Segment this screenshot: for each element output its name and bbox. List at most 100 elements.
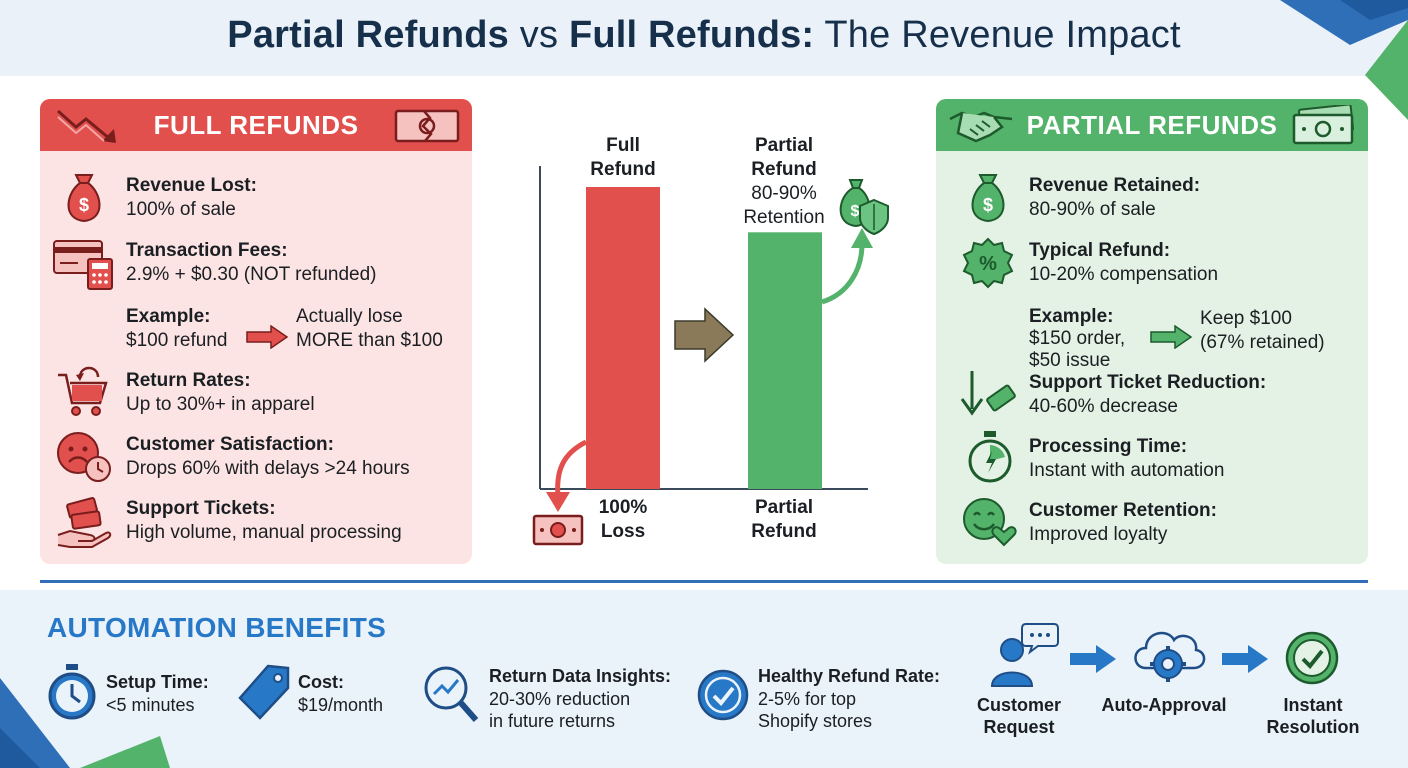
check-circle-icon [697,669,749,721]
full-example-result-line2: MORE than $100 [296,330,443,351]
page-title: Partial Refunds vs Full Refunds: The Rev… [0,14,1408,57]
partial-refund-bar [748,232,822,490]
money-bag-icon: $ [67,174,101,223]
flow-step-3-line2: Resolution [1266,717,1360,737]
stopwatch-icon [48,664,96,720]
title-rest: The Revenue Impact [814,14,1181,56]
refund-rate-value-line2: Shopify stores [758,711,873,731]
setup-time-value: <5 minutes [106,695,195,715]
insights-label: Return Data Insights: [489,666,672,686]
trend-down-icon [57,109,116,143]
return-rates-label: Return Rates: [126,370,251,391]
revenue-retained-value: 80-90% of sale [1029,199,1156,220]
transition-arrow-icon [674,307,735,363]
revenue-lost-value: 100% of sale [126,199,236,220]
chart-canvas: $ [532,166,889,546]
cost-value: $19/month [298,695,384,715]
arrow-right-icon [246,325,289,349]
insights-value-line1: 20-30% reduction [489,689,631,709]
customer-satisfaction-label: Customer Satisfaction: [126,434,334,455]
cost-label: Cost: [298,672,344,692]
handshake-icon [949,111,1013,143]
money-bag-icon: $ [971,174,1005,223]
person-chat-icon [990,623,1059,687]
partial-example-result-line2: (67% retained) [1200,332,1325,353]
down-arrow-ticket-icon [960,371,1016,416]
gain-arrow-icon [821,243,865,305]
partial-example-value-line2: $50 issue [1029,350,1111,371]
header-band [0,0,1408,76]
magnifier-chart-icon [424,666,479,722]
partial-example-result-line1: Keep $100 [1200,308,1292,329]
full-refund-bottom-label: 100%Loss [598,497,648,542]
customer-satisfaction-value: Drops 60% with delays >24 hours [126,458,410,479]
customer-retention-value: Improved loyalty [1029,524,1168,545]
smile-heart-icon [963,498,1017,547]
svg-text:$: $ [983,195,993,215]
refund-rate-value-line1: 2-5% for top [758,689,857,709]
cash-bills-icon [1292,105,1355,145]
full-example-value: $100 refund [126,330,228,351]
processing-time-value: Instant with automation [1029,460,1225,481]
typical-refund-value: 10-20% compensation [1029,264,1219,285]
check-circle-icon [1285,631,1339,685]
revenue-retained-label: Revenue Retained: [1029,175,1201,196]
setup-time-label: Setup Time: [106,672,209,692]
flow-arrow-icon [1222,645,1268,673]
flow-step-2-line1: Auto-Approval [1101,695,1227,715]
flow-step-1-line1: Customer [976,695,1061,715]
loss-arrow-icon [555,439,588,497]
partial-refunds-panel: PARTIAL REFUNDS $ Revenue Retained: 80-9… [936,99,1368,564]
support-tickets-value: High volume, manual processing [126,522,402,543]
full-example-result-line1: Actually lose [296,306,403,327]
support-tickets-label: Support Tickets: [126,498,276,519]
hand-tickets-icon [57,497,112,548]
title-vs: vs [509,14,569,56]
transaction-fees-label: Transaction Fees: [126,240,288,261]
arrow-right-icon [1150,325,1193,349]
partial-example-value-line1: $150 order, [1029,328,1126,349]
partial-refunds-header: PARTIAL REFUNDS [936,99,1368,151]
cart-return-icon [58,366,108,416]
cloud-gear-icon [1134,631,1206,682]
full-example-label: Example: [126,306,211,327]
flow-step-1-line2: Request [983,717,1055,737]
support-reduction-value: 40-60% decrease [1029,396,1178,417]
title-partial: Partial Refunds [227,14,510,56]
credit-card-calculator-icon [53,240,113,290]
refund-rate-label: Healthy Refund Rate: [758,666,941,686]
full-refunds-panel: FULL REFUNDS $ Revenue Lost: 100% of sal… [40,99,472,564]
insights-value-line2: in future returns [489,711,616,731]
sad-face-clock-icon [57,432,111,482]
stopwatch-icon [968,431,1012,483]
flow-instant-resolution: Instant Resolution [1254,694,1372,738]
full-refunds-header: FULL REFUNDS [40,99,472,151]
revenue-lost-label: Revenue Lost: [126,175,257,196]
torn-bill-icon [394,109,460,143]
corner-decoration-top-right [1280,0,1408,120]
section-divider [40,580,1368,583]
typical-refund-label: Typical Refund: [1029,240,1171,261]
partial-example-label: Example: [1029,306,1114,327]
flow-auto-approval: Auto-Approval [1094,694,1234,716]
full-refund-bar [586,187,660,489]
flow-step-3-line1: Instant [1283,695,1343,715]
transaction-fees-value: 2.9% + $0.30 (NOT refunded) [126,264,377,285]
processing-time-label: Processing Time: [1029,436,1188,457]
flow-customer-request: Customer Request [960,694,1078,738]
svg-text:$: $ [79,195,89,215]
title-full: Full Refunds: [568,14,815,56]
automation-title: AUTOMATION BENEFITS [47,612,387,643]
svg-text:$: $ [851,203,860,220]
price-tag-icon [238,664,290,720]
money-bag-shield-icon: $ [839,179,889,236]
corner-decoration-bottom-left [0,678,170,768]
percent-badge-icon: % [962,237,1014,289]
support-reduction-label: Support Ticket Reduction: [1029,372,1267,393]
flow-arrow-icon [1070,645,1116,673]
svg-text:%: % [979,253,997,275]
